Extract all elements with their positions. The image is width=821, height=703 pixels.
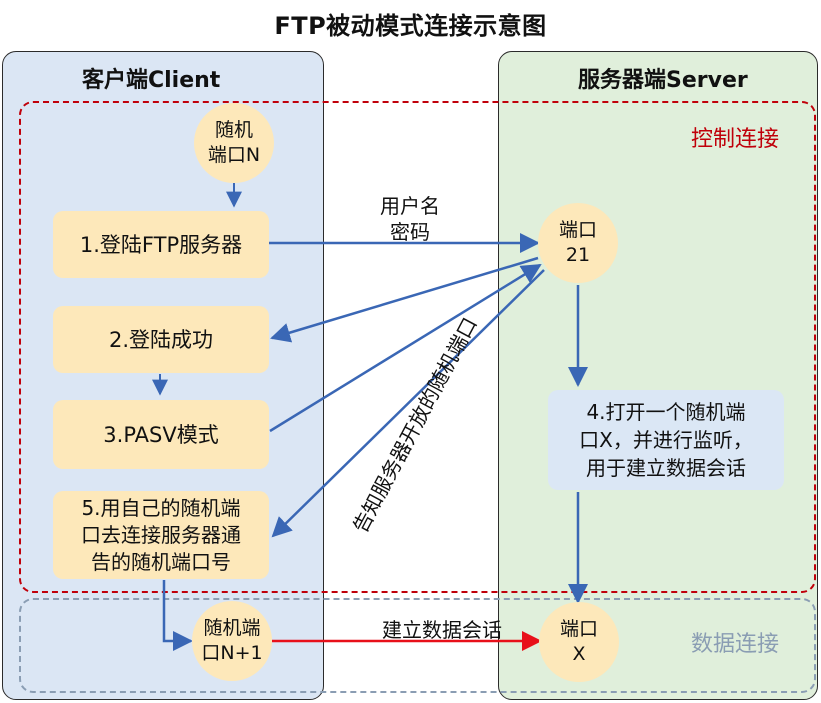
- step1-login-box: 1.登陆FTP服务器: [53, 211, 269, 278]
- arrow-port21-to-step2: [270, 256, 539, 343]
- data-session-label: 建立数据会话: [382, 618, 502, 642]
- server-port21-node: 端口 21: [538, 203, 618, 283]
- client-random-port-node: 随机 端口N: [194, 103, 274, 183]
- client-port-n1-node: 随机端 口N+1: [192, 601, 272, 681]
- arrow-port21-to-step5: [271, 269, 545, 538]
- control-connection-label: 控制连接: [691, 127, 780, 152]
- server-panel-label: 服务器端Server: [578, 68, 748, 93]
- data-connection-zone: [19, 598, 816, 693]
- step5-connect-box: 5.用自己的随机端 口去连接服务器通 告的随机端口号: [53, 491, 269, 579]
- data-connection-label: 数据连接: [691, 632, 780, 657]
- arrow-step3-to-port21: [269, 263, 542, 433]
- step3-pasv-box: 3.PASV模式: [53, 400, 269, 469]
- control-connection-zone: [19, 101, 816, 593]
- client-panel-label: 客户端Client: [82, 68, 221, 93]
- step2-login-success-box: 2.登陆成功: [53, 306, 269, 373]
- step4-open-port-box: 4.打开一个随机端 口X，并进行监听， 用于建立数据会话: [548, 390, 784, 490]
- arrow-step5-to-port-n1: [162, 580, 193, 651]
- server-port-x-node: 端口 X: [539, 602, 619, 682]
- diagram-title: FTP被动模式连接示意图: [274, 12, 547, 40]
- credentials-label: 用户名 密码: [380, 194, 440, 244]
